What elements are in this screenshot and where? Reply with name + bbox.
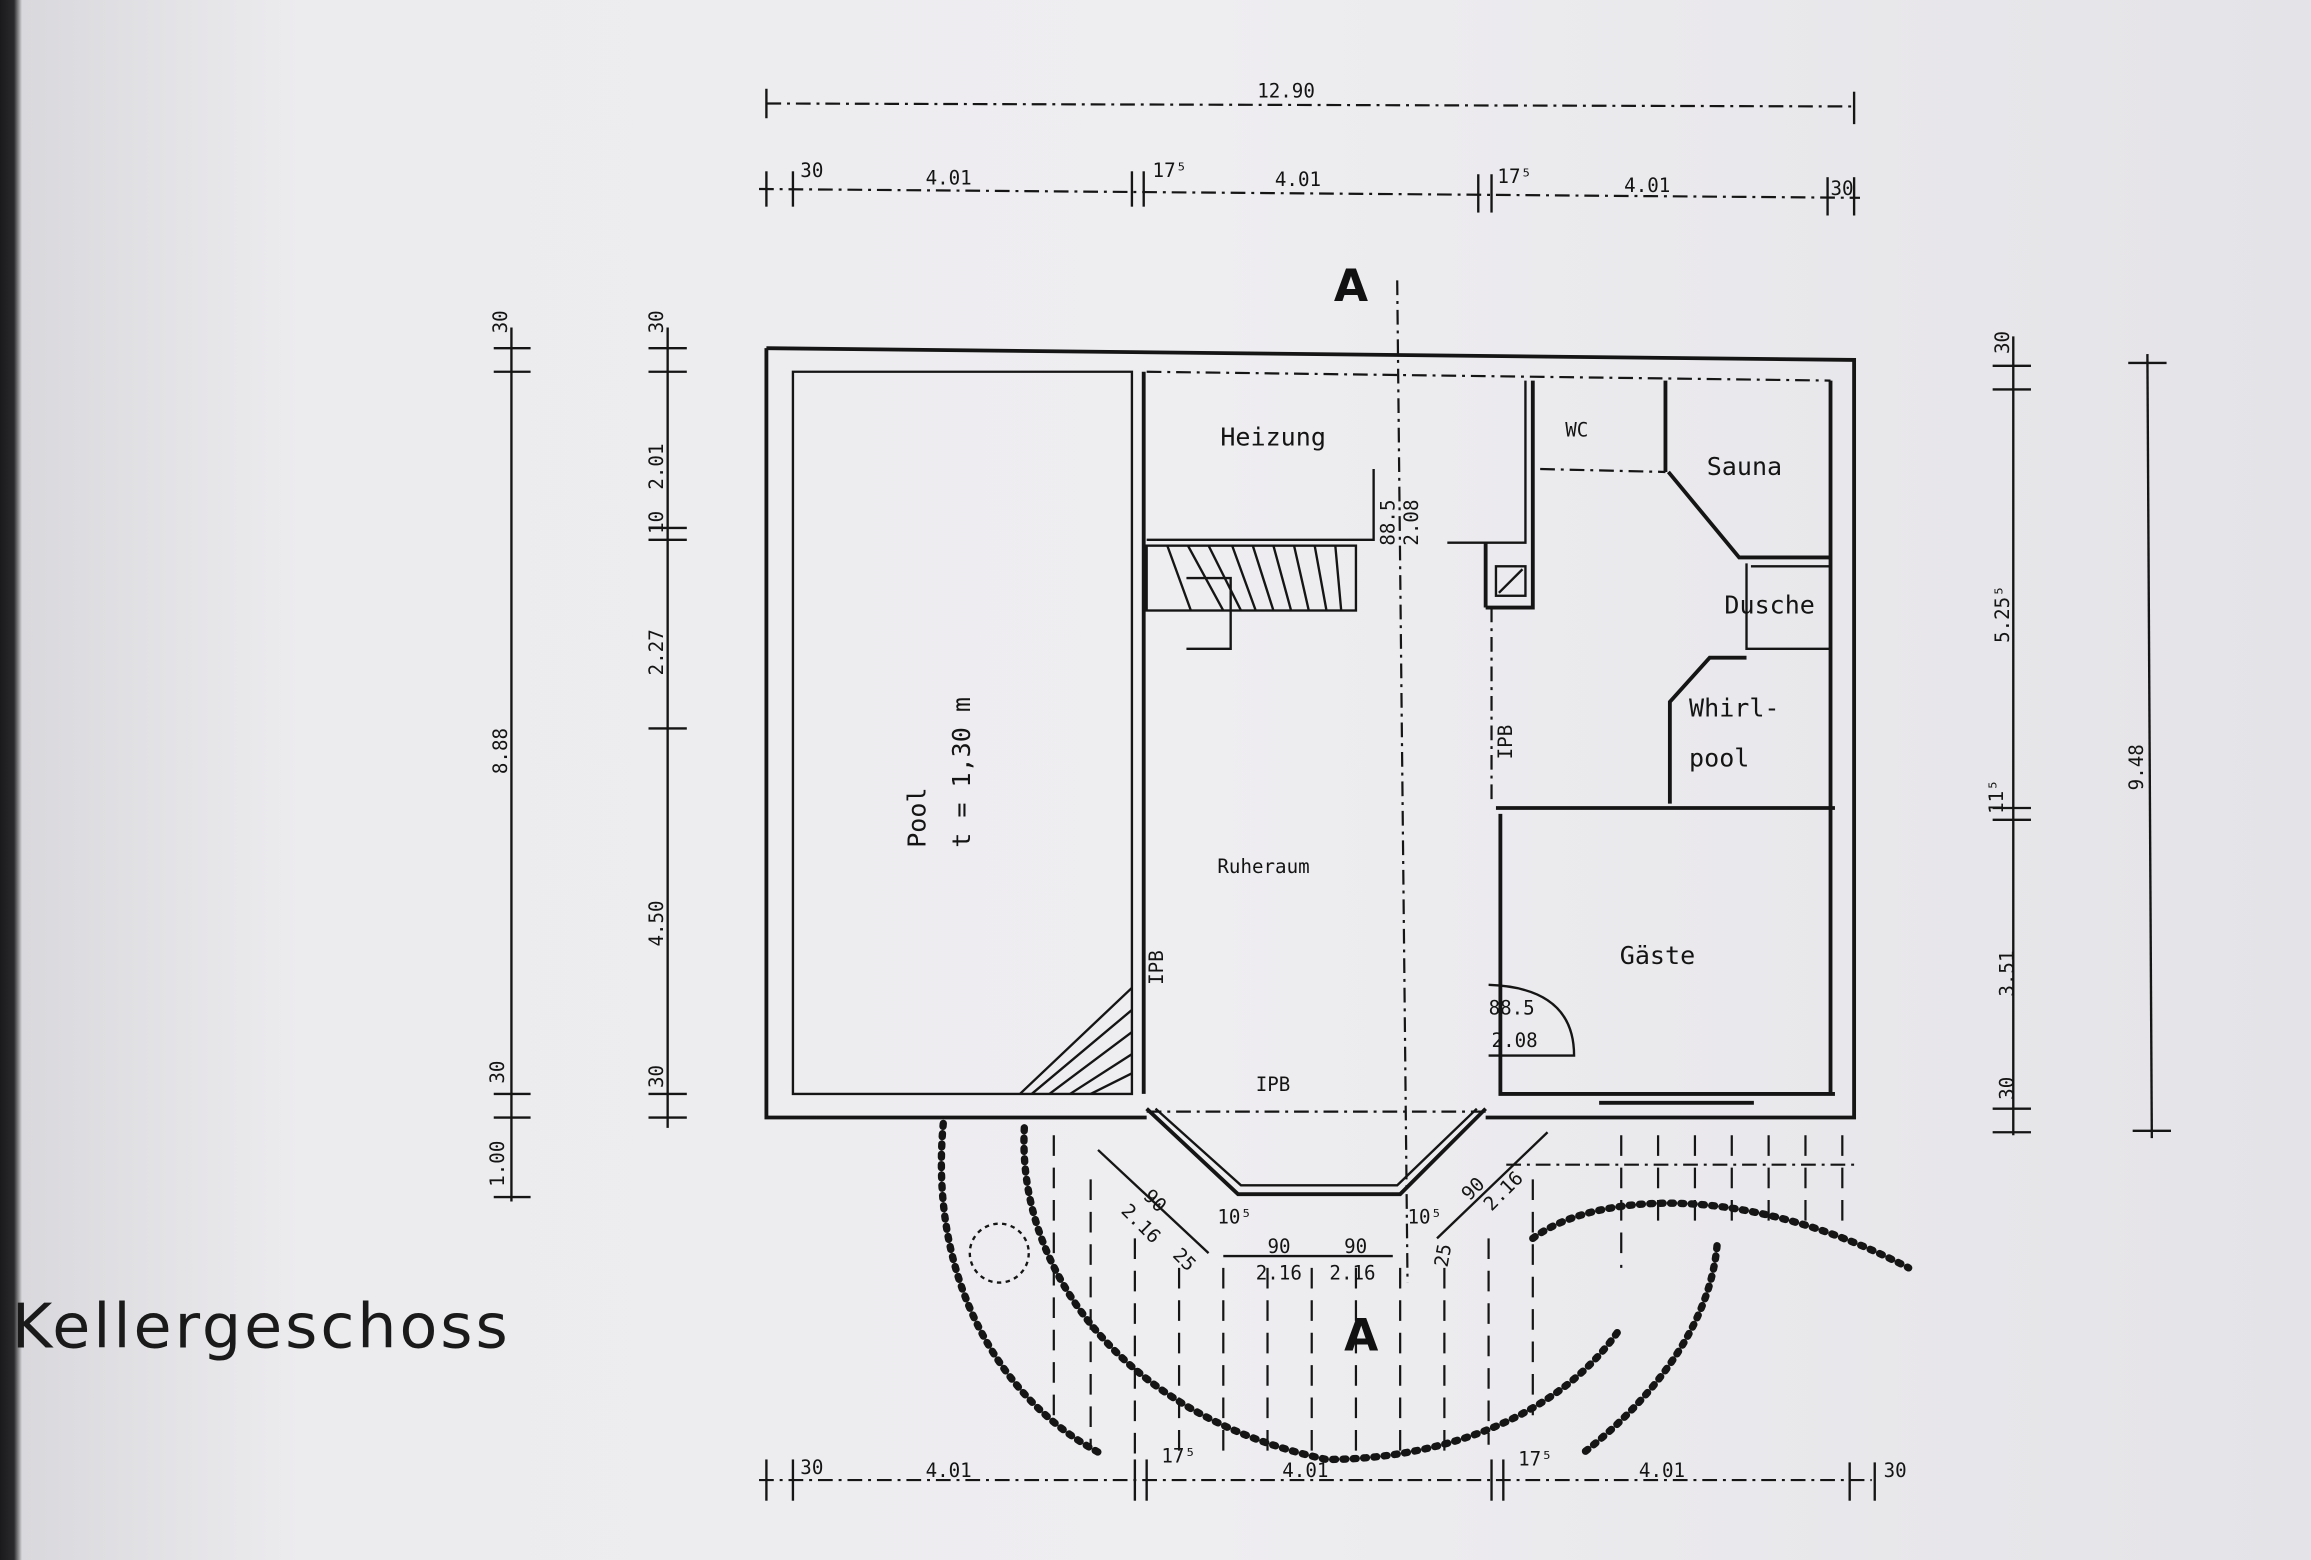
dim-left-inner-6: 30 [645,1065,668,1088]
dim-right-5: 30 [1995,1077,2018,1100]
room-heizung: Heizung [1220,422,1326,451]
dim-right-3: 11⁵ [1985,779,2008,814]
pool-depth: t = 1,30 m [947,697,976,848]
dim-right-4: 3.51 [1995,951,2018,997]
floor-title: Kellergeschoss [12,1290,511,1362]
staircase [1019,544,1358,1095]
dim-bottom-7: 30 [1884,1459,1907,1482]
door-width-2: 88.5 [1376,500,1399,546]
bay-h-2: 2.16 [1329,1262,1375,1285]
bay-small-1: 10⁵ [1217,1206,1252,1229]
bay-w-1: 90 [1268,1235,1291,1258]
walls [764,280,1858,1283]
dim-bottom-4: 4.01 [1282,1459,1328,1482]
dim-right-total: 9.48 [2125,744,2148,790]
dim-left-3: 1.00 [486,1141,509,1187]
dim-right-1: 30 [1991,331,2014,354]
room-gaeste: Gäste [1620,941,1695,970]
dim-bottom-1: 30 [800,1456,823,1479]
dim-top-3: 17⁵ [1153,159,1188,182]
room-whirlpool-1: Whirl- [1689,694,1779,723]
dim-top-1: 30 [800,159,823,182]
room-ruheraum: Ruheraum [1217,855,1309,878]
room-dusche: Dusche [1724,590,1814,619]
ipb-label-1: IPB [1494,725,1517,760]
room-labels: Pool t = 1,30 m Heizung WC Sauna Dusche … [903,419,1815,971]
bay-diag-h-2: 2.16 [1479,1166,1528,1215]
door-width: 88.5 [1489,996,1535,1019]
dim-bottom-2: 4.01 [926,1459,972,1482]
dim-left-1: 30 [489,310,512,333]
dim-left-inner-1: 30 [645,310,668,333]
bay-w-2: 90 [1344,1235,1367,1258]
section-marker-bottom: A [1344,1310,1378,1361]
terrace-paving [937,1119,1913,1464]
dim-left-inner-5: 4.50 [645,900,668,946]
dim-right-2: 5.25⁵ [1991,585,2014,643]
dim-left-inner-2: 2.01 [645,444,668,490]
bottom-dimensions: 30 4.01 17⁵ 4.01 17⁵ 4.01 30 [759,1444,1907,1501]
dim-top-2: 4.01 [926,167,972,190]
door-height-2: 2.08 [1400,500,1423,546]
dim-left-inner-4: 2.27 [645,629,668,675]
dim-top-4: 4.01 [1275,168,1321,191]
room-pool: Pool [903,787,932,847]
top-dimensions: 12.90 30 4.01 17⁵ 4.01 17⁵ 4.01 30 [759,80,1861,216]
left-dimensions: 30 8.88 30 1.00 30 2.01 10 2.27 4.50 30 [486,310,687,1202]
dim-bottom-6: 4.01 [1639,1459,1685,1482]
bay-h-1: 2.16 [1256,1262,1302,1285]
bay-small-2: 10⁵ [1408,1206,1443,1229]
dim-bottom-3: 17⁵ [1161,1444,1196,1467]
dim-left-2: 30 [486,1061,509,1084]
annotations: A A IPB IPB IPB 88.5 2.08 88.5 2.08 90 2… [1097,261,1549,1361]
door-height: 2.08 [1492,1029,1538,1052]
dim-total-width: 12.90 [1257,80,1315,103]
dim-top-6: 4.01 [1624,174,1670,197]
section-marker-top: A [1334,261,1368,312]
room-wc: WC [1565,419,1588,442]
room-sauna: Sauna [1707,452,1782,481]
ipb-label-3: IPB [1256,1073,1291,1096]
dim-top-7: 30 [1831,177,1854,200]
bay-side-1: 25 [1168,1243,1201,1276]
right-dimensions: 30 5.25⁵ 11⁵ 3.51 30 9.48 [1985,331,2171,1139]
dim-bottom-5: 17⁵ [1518,1447,1553,1470]
dim-top-5: 17⁵ [1497,165,1532,188]
room-whirlpool-2: pool [1689,744,1749,773]
bay-side-2: 25 [1430,1242,1457,1269]
dim-left-total: 8.88 [489,728,512,774]
dim-left-inner-3: 10 [645,511,668,534]
ipb-label-2: IPB [1145,950,1168,985]
